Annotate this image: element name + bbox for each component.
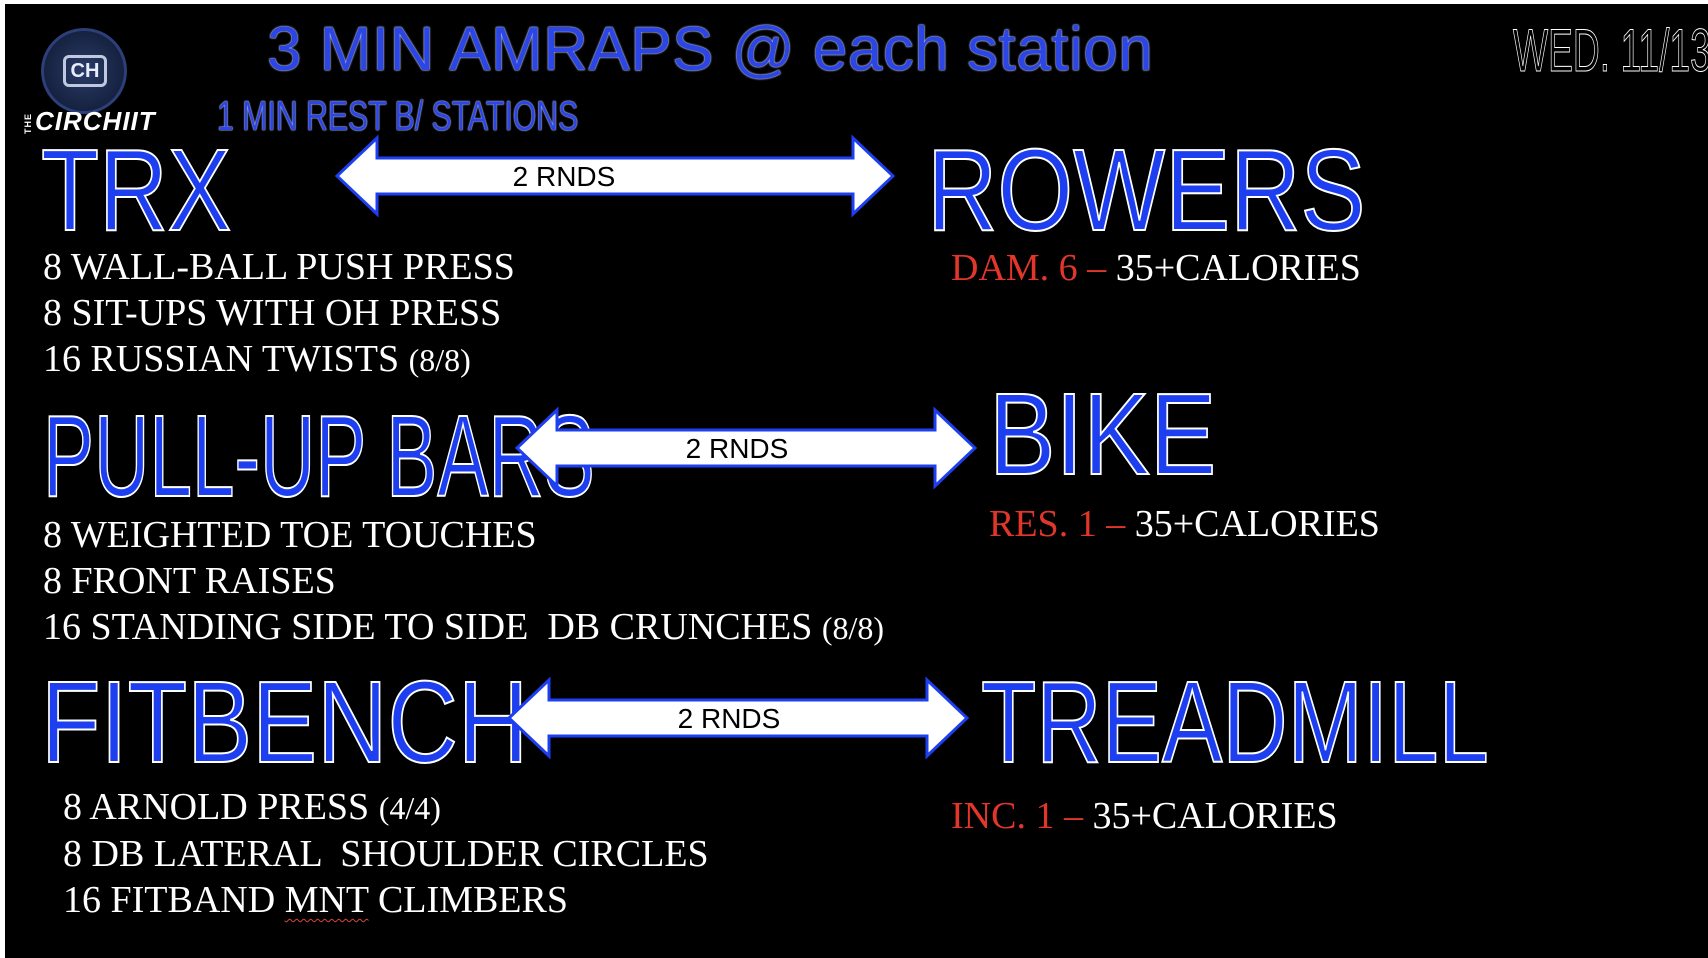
station-trx: TRX [40, 125, 232, 255]
exercise-item: 16 RUSSIAN TWISTS (8/8) [43, 338, 471, 380]
exercise-list-pull-up-bars: 8 WEIGHTED TOE TOUCHES 8 FRONT RAISES 16… [43, 512, 884, 651]
rounds-label: 2 RNDS [678, 703, 781, 734]
calorie-target: 35+CALORIES [1115, 247, 1361, 289]
double-arrow-icon: 2 RNDS [515, 406, 977, 490]
logo-name: CIRCHIIT [35, 106, 156, 136]
spellcheck-underline: MNT [284, 879, 369, 921]
cardio-bike: RES. 1 – 35+CALORIES [989, 502, 1380, 546]
exercise-item: 8 DB LATERAL SHOULDER CIRCLES [63, 833, 709, 875]
station-fitbench: FITBENCH [40, 657, 529, 787]
station-rowers: ROWERS [926, 125, 1366, 255]
exercise-list-fitbench: 8 ARNOLD PRESS (4/4) 8 DB LATERAL SHOULD… [63, 784, 709, 923]
rest-subtitle: 1 MIN REST B/ STATIONS [217, 92, 579, 139]
rounds-label: 2 RNDS [513, 161, 616, 192]
logo-wordmark: THECIRCHIIT [23, 106, 156, 137]
station-treadmill: TREADMILL [980, 657, 1489, 787]
rounds-label: 2 RNDS [686, 433, 789, 464]
station-bike: BIKE [988, 369, 1217, 499]
machine-setting: RES. 1 – [989, 503, 1135, 545]
date-label: WED. 11/13 [1513, 17, 1708, 85]
logo-mark: CH [63, 55, 107, 87]
machine-setting: INC. 1 – [951, 795, 1093, 837]
exercise-list-trx: 8 WALL-BALL PUSH PRESS 8 SIT-UPS WITH OH… [43, 244, 515, 383]
cardio-rowers: DAM. 6 – 35+CALORIES [951, 246, 1361, 290]
machine-setting: DAM. 6 – [951, 247, 1116, 289]
circhiit-logo: CH [41, 28, 127, 114]
calorie-target: 35+CALORIES [1134, 503, 1380, 545]
exercise-item: 8 ARNOLD PRESS (4/4) [63, 786, 441, 828]
exercise-item: 8 FRONT RAISES [43, 560, 336, 602]
calorie-target: 35+CALORIES [1092, 795, 1338, 837]
page-title: 3 MIN AMRAPS @ each station [267, 15, 1154, 84]
exercise-item: 8 WALL-BALL PUSH PRESS [43, 246, 515, 288]
cardio-treadmill: INC. 1 – 35+CALORIES [951, 794, 1338, 838]
double-arrow-icon: 2 RNDS [507, 676, 969, 760]
station-pull-up-bars: PULL-UP BARS [42, 391, 595, 521]
exercise-item: 8 WEIGHTED TOE TOUCHES [43, 514, 537, 556]
logo-small-text: THE [23, 112, 33, 134]
double-arrow-icon: 2 RNDS [335, 134, 895, 218]
exercise-item: 16 STANDING SIDE TO SIDE DB CRUNCHES (8/… [43, 606, 885, 648]
workout-slide: CH THECIRCHIIT 3 MIN AMRAPS @ each stati… [5, 4, 1708, 958]
exercise-item: 8 SIT-UPS WITH OH PRESS [43, 292, 502, 334]
exercise-item: 16 FITBAND MNT CLIMBERS [63, 879, 568, 921]
